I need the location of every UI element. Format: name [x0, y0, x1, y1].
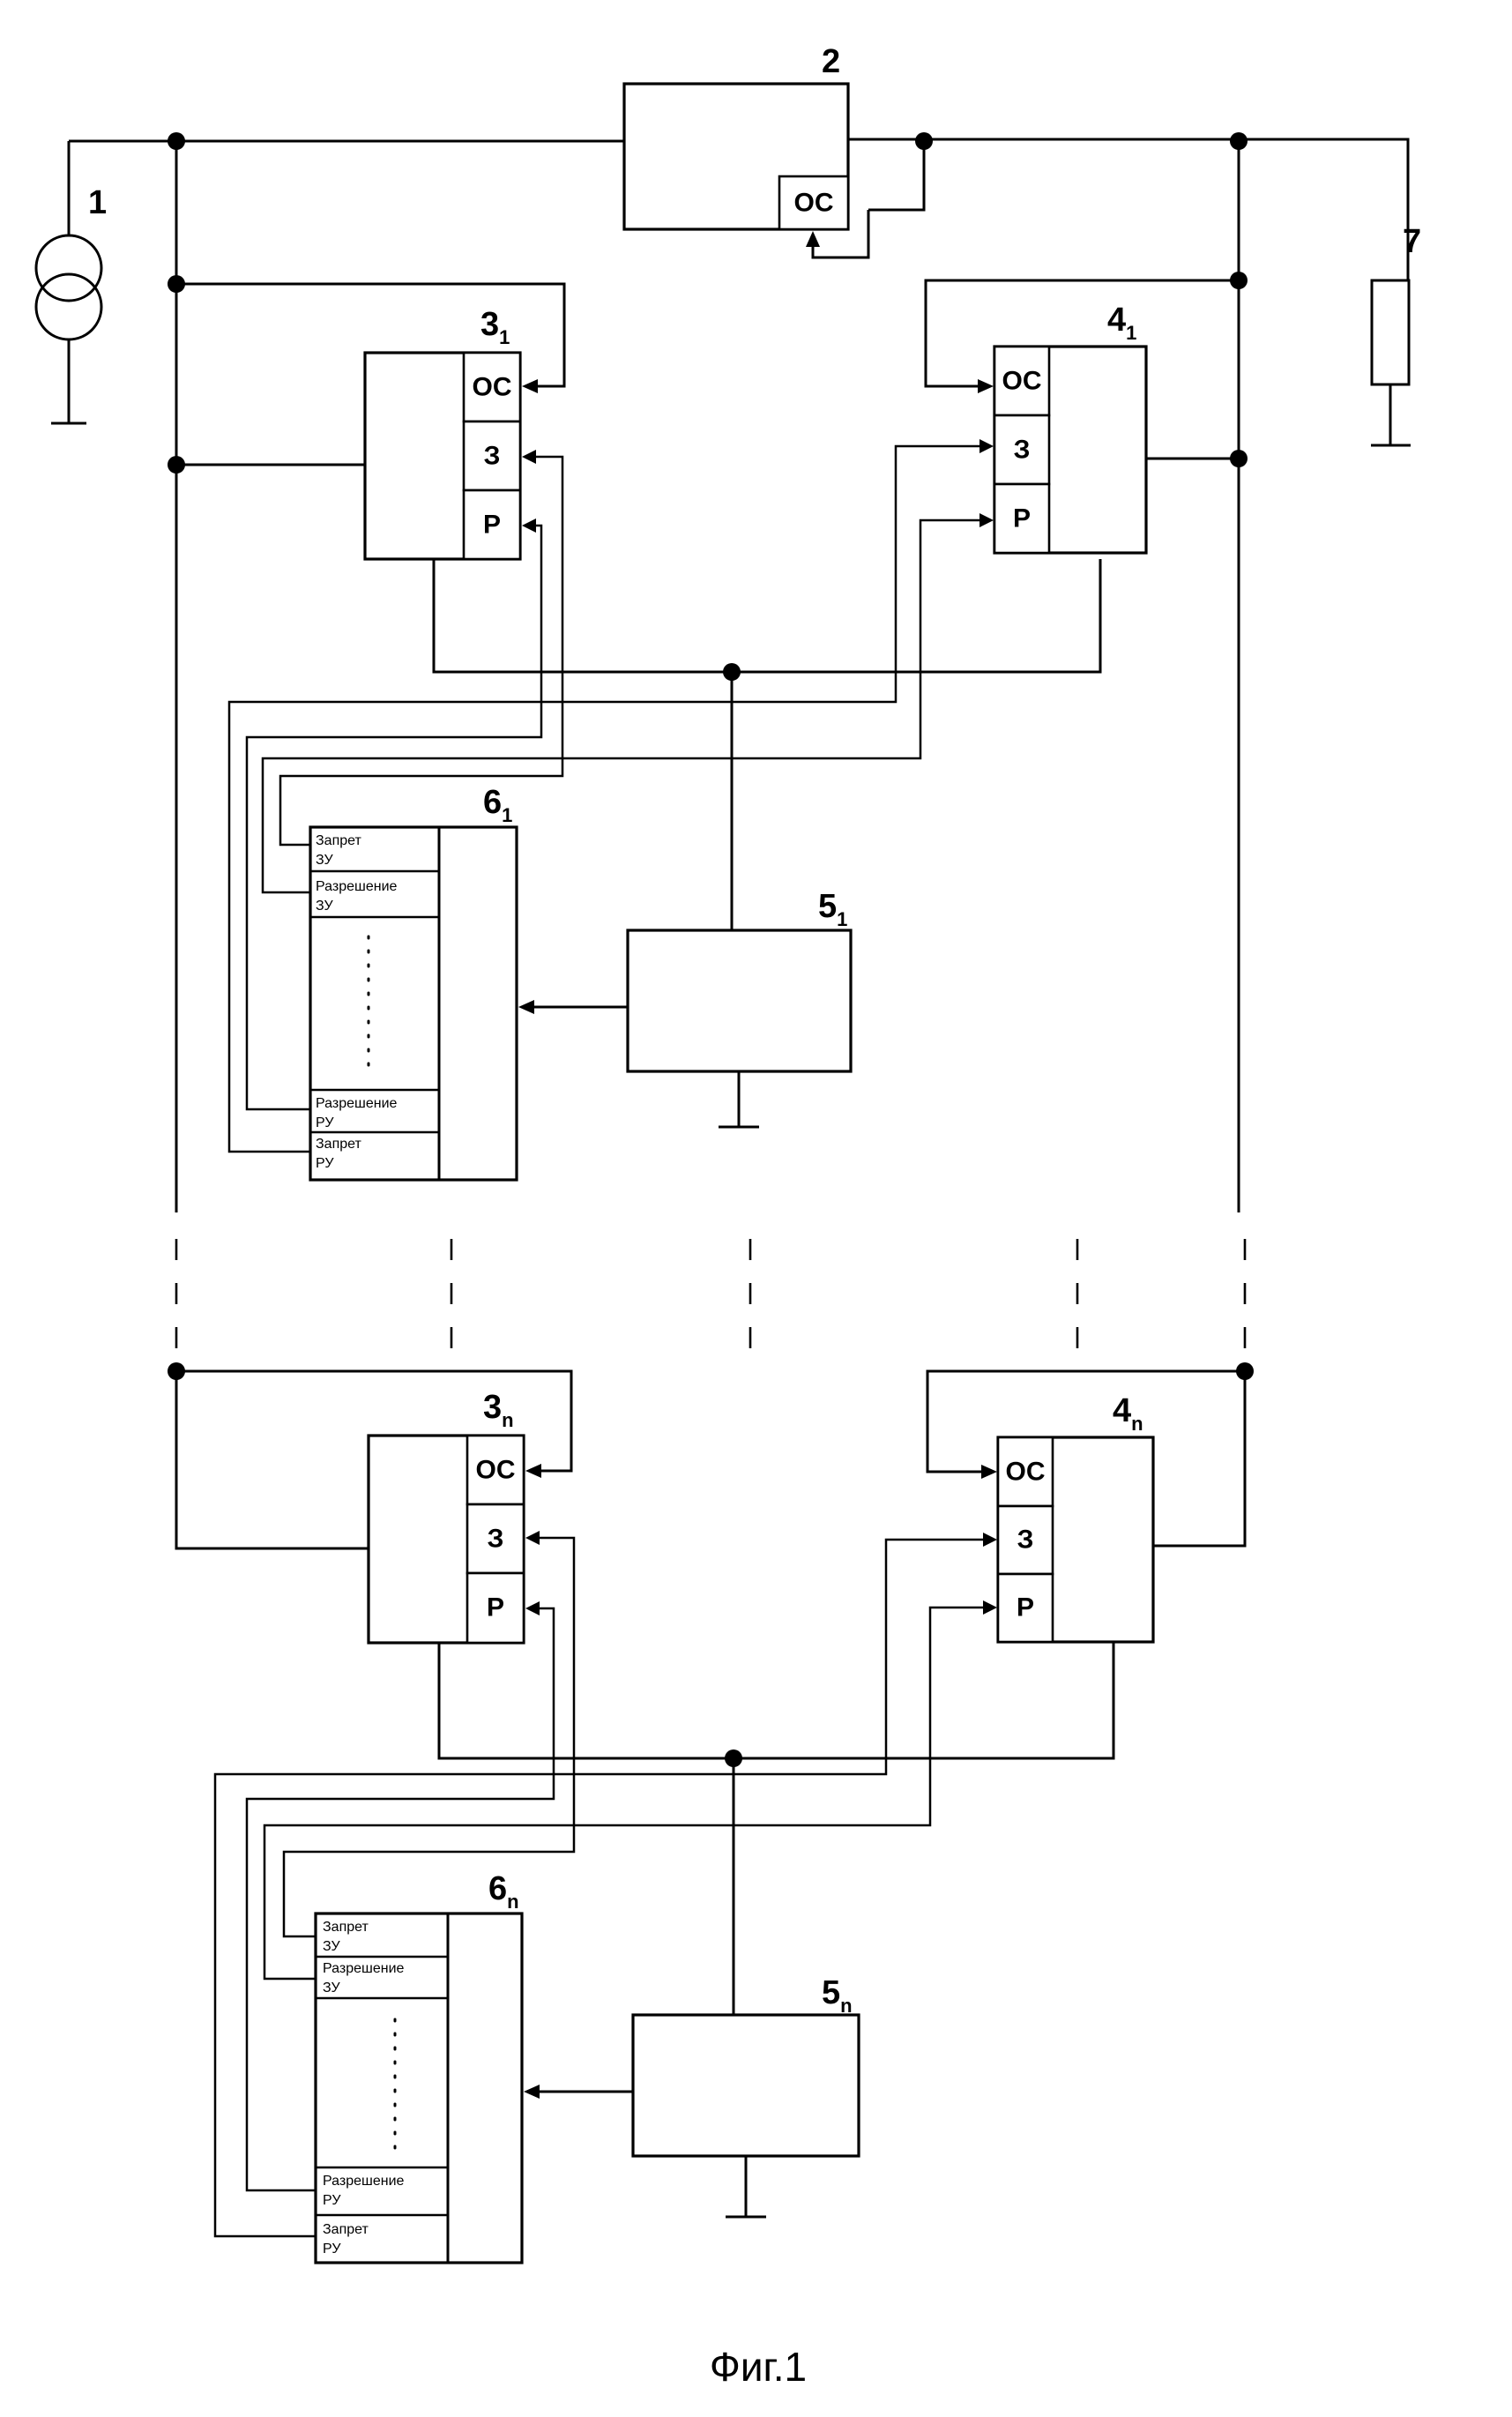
cell-3-1-wires	[176, 284, 1100, 672]
controller-5-1	[628, 930, 851, 1071]
cell-4-1-feedback-label: ОС	[1002, 367, 1042, 396]
cell-4-n-charge-label: З	[1017, 1526, 1034, 1555]
label-controller-5-n: 5n	[822, 1974, 853, 2017]
cell-3-1-discharge-label: Р	[483, 511, 501, 540]
current-source-1	[36, 141, 101, 423]
cell-3-1-feedback-label: ОС	[473, 373, 512, 402]
label-logic-6-n: 6n	[488, 1870, 519, 1913]
cell-4-1-charge-label: З	[1014, 436, 1031, 465]
label-converter: 2	[822, 43, 840, 80]
cell-3-n-discharge-label: Р	[487, 1593, 504, 1623]
label-cell-3-n: 3n	[483, 1389, 514, 1431]
continuation-dashes	[176, 1239, 1245, 1358]
label-source: 1	[88, 184, 107, 221]
label-cell-4-n: 4n	[1113, 1392, 1143, 1435]
cell-3-n-charge-label: З	[488, 1525, 504, 1554]
cell-3-1-charge-label: З	[484, 442, 501, 471]
cell-3-n-feedback-label: ОС	[476, 1456, 516, 1485]
cell-3-n-wires	[176, 1371, 1114, 1758]
figure-caption: Фиг.1	[710, 2344, 807, 2390]
cell-4-n-feedback-label: ОС	[1006, 1458, 1046, 1487]
label-logic-6-1: 61	[483, 784, 512, 826]
label-cell-4-1: 41	[1107, 302, 1136, 344]
load-resistor	[1371, 280, 1411, 445]
converter-feedback-label: ОС	[794, 189, 834, 218]
label-cell-3-1: 31	[480, 306, 510, 348]
label-controller-5-1: 51	[818, 888, 847, 930]
cell-4-1-discharge-label: Р	[1013, 504, 1031, 533]
controller-5-n	[633, 2015, 859, 2156]
cell-4-n-discharge-label: Р	[1017, 1593, 1034, 1623]
label-load: 7	[1403, 223, 1421, 260]
